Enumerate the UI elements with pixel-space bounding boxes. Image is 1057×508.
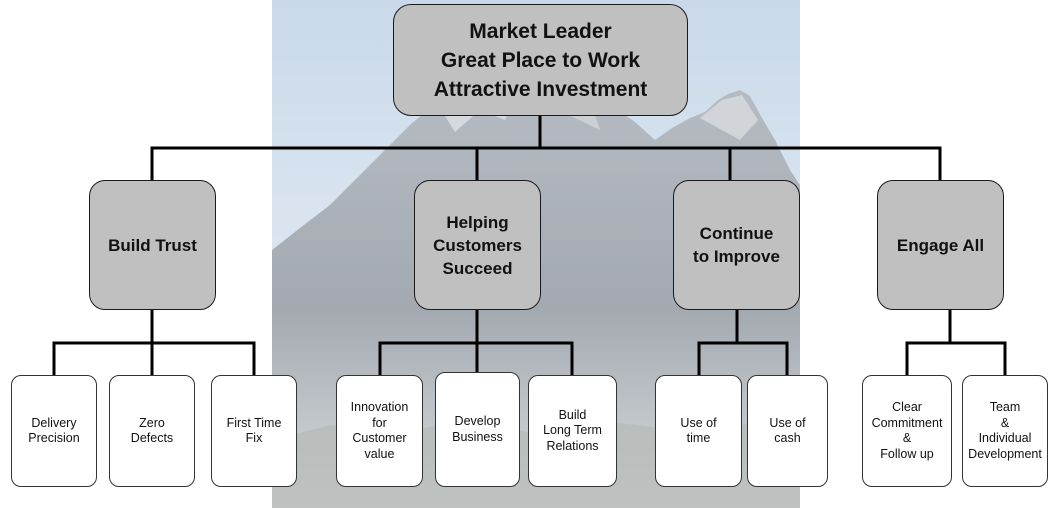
leaf-use-of-cash: Use of cash [747, 375, 828, 487]
leaf-clear-commitment-follow-up: Clear Commitment & Follow up [862, 375, 952, 487]
leaf-delivery-precision: Delivery Precision [11, 375, 97, 487]
leaf-zero-defects: Zero Defects [109, 375, 195, 487]
leaf-label: Innovation for Customer value [350, 400, 409, 461]
leaf-develop-business: Develop Business [435, 372, 520, 487]
pillar-label: Build Trust [108, 235, 197, 255]
leaf-use-of-time: Use of time [655, 375, 742, 487]
leaf-label: Use of time [680, 415, 717, 446]
leaf-first-time-fix: First Time Fix [211, 375, 297, 487]
leaf-team-individual-development: Team & Individual Development [962, 375, 1048, 487]
leaf-label: Use of cash [769, 415, 806, 446]
root-node-text: Market Leader Great Place to Work Attrac… [433, 19, 648, 101]
pillar-build-trust: Build Trust [89, 180, 216, 310]
pillar-helping-customers-succeed: Helping Customers Succeed [414, 180, 541, 310]
leaf-label: Team & Individual Development [968, 400, 1042, 461]
leaf-innovation-for-customer-value: Innovation for Customer value [336, 375, 423, 487]
pillar-label: Helping Customers Succeed [433, 212, 522, 278]
pillar-continue-to-improve: Continue to Improve [673, 180, 800, 310]
pillar-engage-all: Engage All [877, 180, 1004, 310]
leaf-label: Build Long Term Relations [543, 407, 602, 453]
leaf-label: Clear Commitment & Follow up [871, 400, 943, 461]
pillar-label: Continue to Improve [693, 224, 780, 266]
leaf-label: Develop Business [452, 414, 503, 444]
leaf-label: Delivery Precision [28, 415, 80, 446]
leaf-label: Zero Defects [130, 415, 174, 446]
leaf-label: First Time Fix [226, 415, 282, 446]
leaf-build-long-term-relations: Build Long Term Relations [528, 375, 617, 487]
pillar-label: Engage All [896, 235, 985, 255]
root-node-box: Market Leader Great Place to Work Attrac… [393, 4, 688, 116]
